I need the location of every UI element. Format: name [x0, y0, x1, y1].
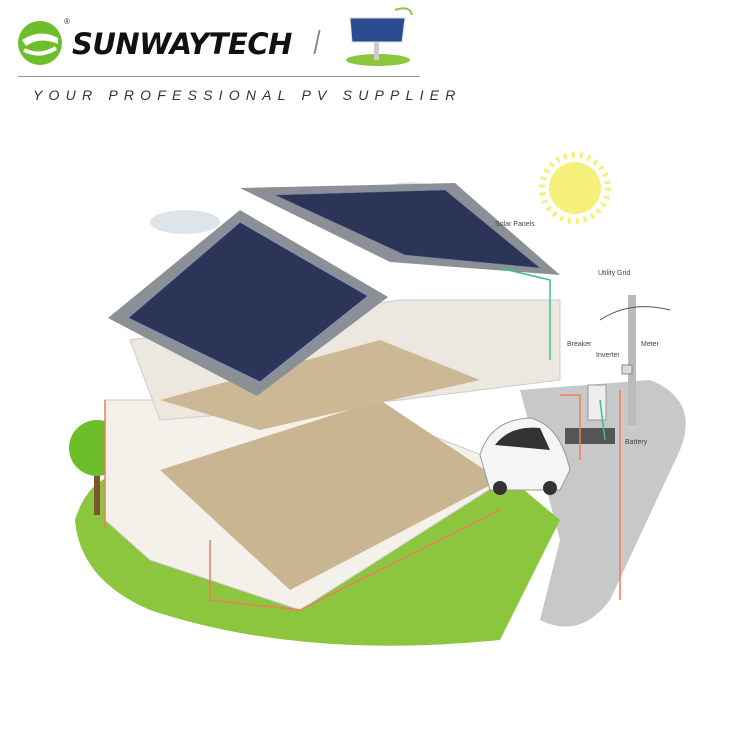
solar-panel-logo-icon [346, 7, 413, 66]
roof-left-panels [127, 221, 369, 383]
tagline: YOUR PROFESSIONAL PV SUPPLIER [33, 87, 462, 103]
label-solar-panels: Solar Panels [495, 221, 535, 228]
road [520, 380, 686, 627]
battery-icon [565, 428, 615, 444]
house-floor-wood [160, 400, 500, 590]
label-utility-grid: Utility Grid [598, 270, 631, 277]
sun-icon [539, 152, 611, 224]
inverter-icon [587, 384, 607, 421]
label-breaker: Breaker [567, 341, 592, 348]
roof-right-panels [274, 189, 541, 269]
wire-red [104, 390, 621, 611]
brand-name: SUNWAYTECH [72, 27, 292, 61]
wire-green [499, 267, 606, 441]
label-inverter: Inverter [596, 352, 620, 359]
electric-car [479, 417, 571, 495]
cloud [150, 210, 220, 234]
utility-pole [599, 295, 671, 425]
header-rule [18, 76, 420, 77]
registered-mark: ® [64, 17, 70, 26]
label-meter: Meter [641, 341, 659, 348]
label-battery: Battery [625, 439, 648, 446]
house-upper-floor-wood [160, 340, 480, 430]
sunwaytech-logo-icon [18, 21, 62, 65]
